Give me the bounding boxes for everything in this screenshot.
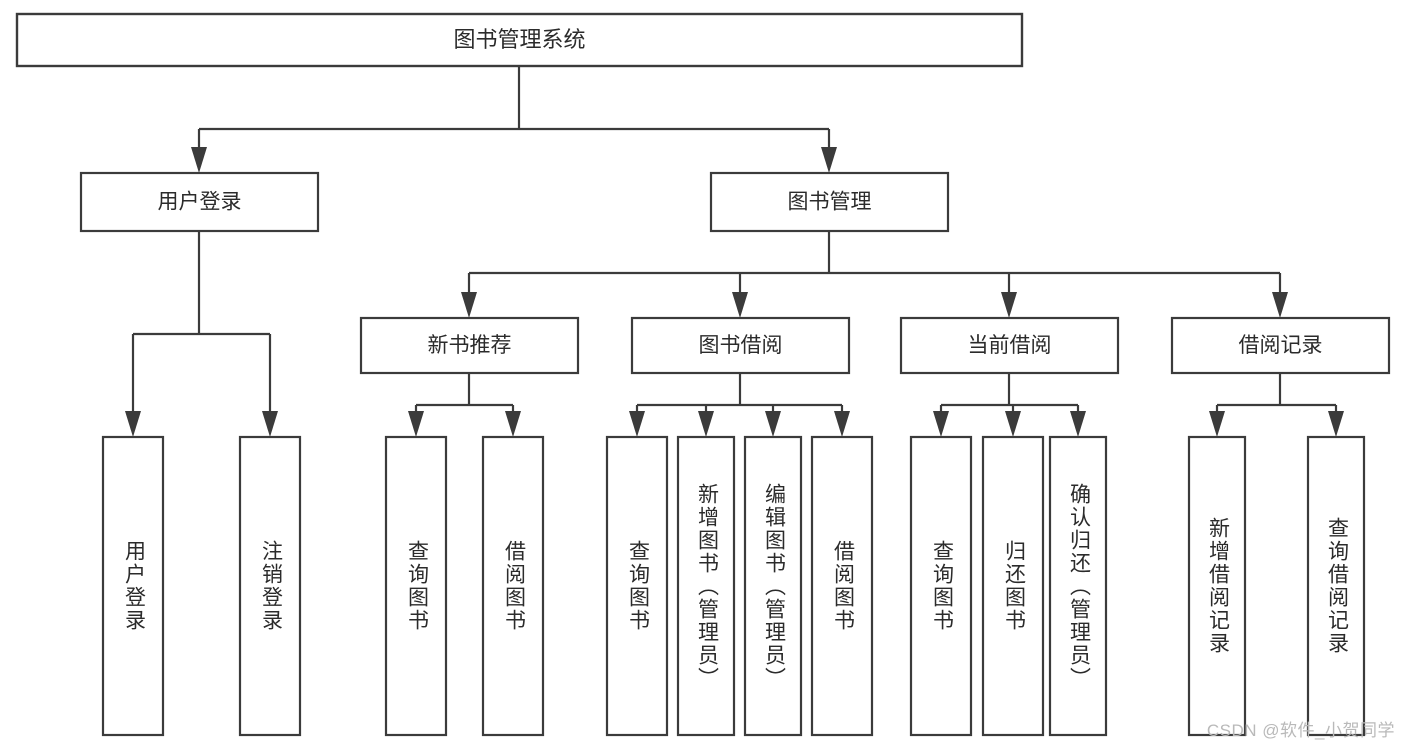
arrow-head-icon xyxy=(765,411,781,437)
node-leaf-confirm-return-box[interactable] xyxy=(1048,435,1108,737)
node-new-book-recommend-box[interactable] xyxy=(359,316,580,375)
node-root-label: 图书管理系统 xyxy=(453,27,585,52)
connector-layer xyxy=(125,66,1344,437)
node-leaf-user-logout-box[interactable] xyxy=(238,435,302,737)
node-book-manage-label: 图书管理 xyxy=(788,191,872,214)
csdn-watermark: CSDN @软件_小贺同学 xyxy=(1206,721,1395,740)
node-leaf-borrow-book-2-box[interactable] xyxy=(810,435,874,737)
arrow-head-icon xyxy=(125,411,141,437)
arrow-head-icon xyxy=(821,147,837,173)
arrow-head-icon xyxy=(262,411,278,437)
node-leaf-query-book-2-box[interactable] xyxy=(605,435,669,737)
node-borrow-record-label: 借阅记录 xyxy=(1239,334,1323,357)
arrow-head-icon xyxy=(933,411,949,437)
node-leaf-user-login-box[interactable] xyxy=(101,435,165,737)
node-user-login-label: 用户登录 xyxy=(158,191,242,214)
node-leaf-return-book-box[interactable] xyxy=(981,435,1045,737)
node-leaf-borrow-book-1-box[interactable] xyxy=(481,435,545,737)
arrow-head-icon xyxy=(1001,292,1017,318)
node-new-book-recommend-label: 新书推荐 xyxy=(428,334,512,357)
arrow-head-icon xyxy=(1005,411,1021,437)
arrow-head-icon xyxy=(408,411,424,437)
arrow-head-icon xyxy=(629,411,645,437)
arrow-head-icon xyxy=(191,147,207,173)
box-layer xyxy=(15,12,1391,737)
node-root-box[interactable] xyxy=(15,12,1024,68)
node-book-borrow-label: 图书借阅 xyxy=(699,334,783,357)
node-current-borrow-label: 当前借阅 xyxy=(968,334,1052,357)
node-leaf-query-book-3-box[interactable] xyxy=(909,435,973,737)
node-borrow-record-box[interactable] xyxy=(1170,316,1391,375)
node-book-borrow-box[interactable] xyxy=(630,316,851,375)
arrow-head-icon xyxy=(461,292,477,318)
node-leaf-edit-book-box[interactable] xyxy=(743,435,803,737)
arrow-head-icon xyxy=(1209,411,1225,437)
arrow-head-icon xyxy=(505,411,521,437)
node-user-login-box[interactable] xyxy=(79,171,320,233)
arrow-head-icon xyxy=(698,411,714,437)
arrow-head-icon xyxy=(834,411,850,437)
node-leaf-query-record-box[interactable] xyxy=(1306,435,1366,737)
arrow-head-icon xyxy=(1328,411,1344,437)
node-leaf-add-record-box[interactable] xyxy=(1187,435,1247,737)
node-book-manage-box[interactable] xyxy=(709,171,950,233)
node-current-borrow-box[interactable] xyxy=(899,316,1120,375)
node-leaf-query-book-1-box[interactable] xyxy=(384,435,448,737)
arrow-head-icon xyxy=(732,292,748,318)
node-leaf-add-book-box[interactable] xyxy=(676,435,736,737)
arrow-head-icon xyxy=(1070,411,1086,437)
arrow-head-icon xyxy=(1272,292,1288,318)
